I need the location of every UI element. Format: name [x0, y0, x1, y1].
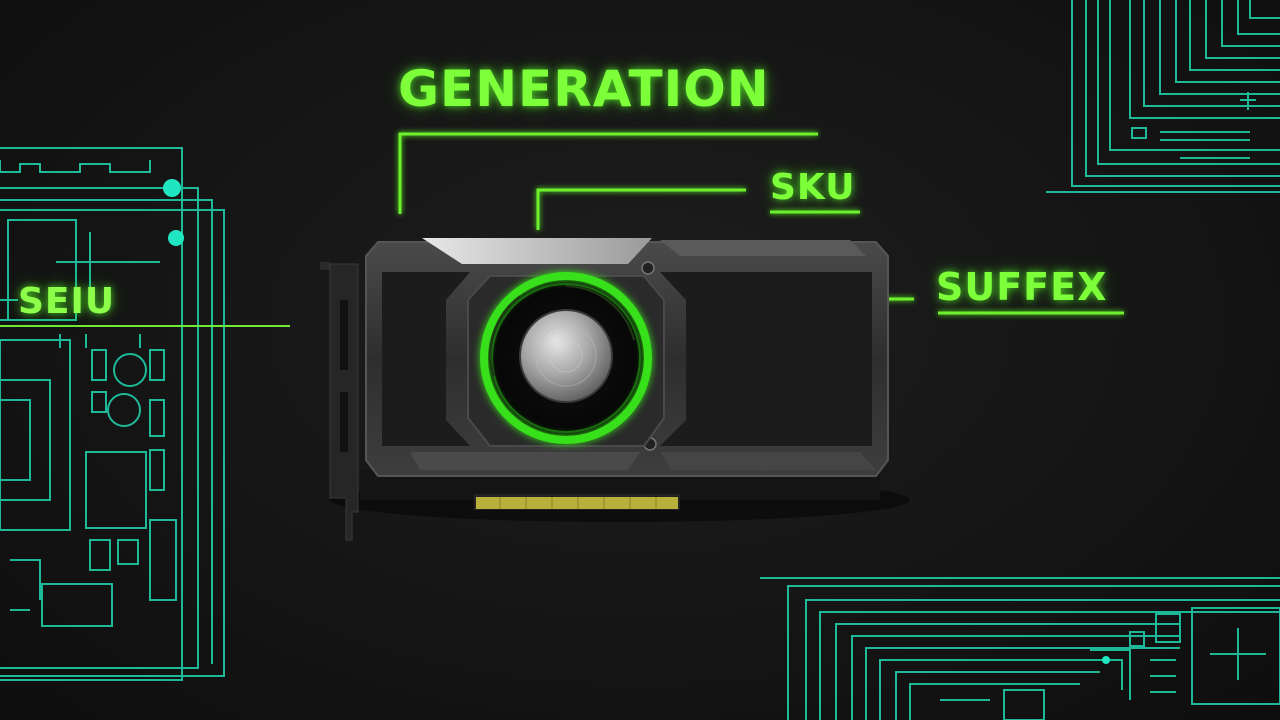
sku-label: SKU — [770, 167, 856, 208]
left-circuit-label: SEIU — [18, 281, 116, 322]
generation-label: GENERATION — [398, 60, 770, 118]
fan-hub — [519, 309, 613, 403]
suffix-label: SUFFEX — [936, 265, 1108, 309]
sku-leader-line — [536, 188, 746, 230]
generation-leader-line — [398, 132, 818, 214]
